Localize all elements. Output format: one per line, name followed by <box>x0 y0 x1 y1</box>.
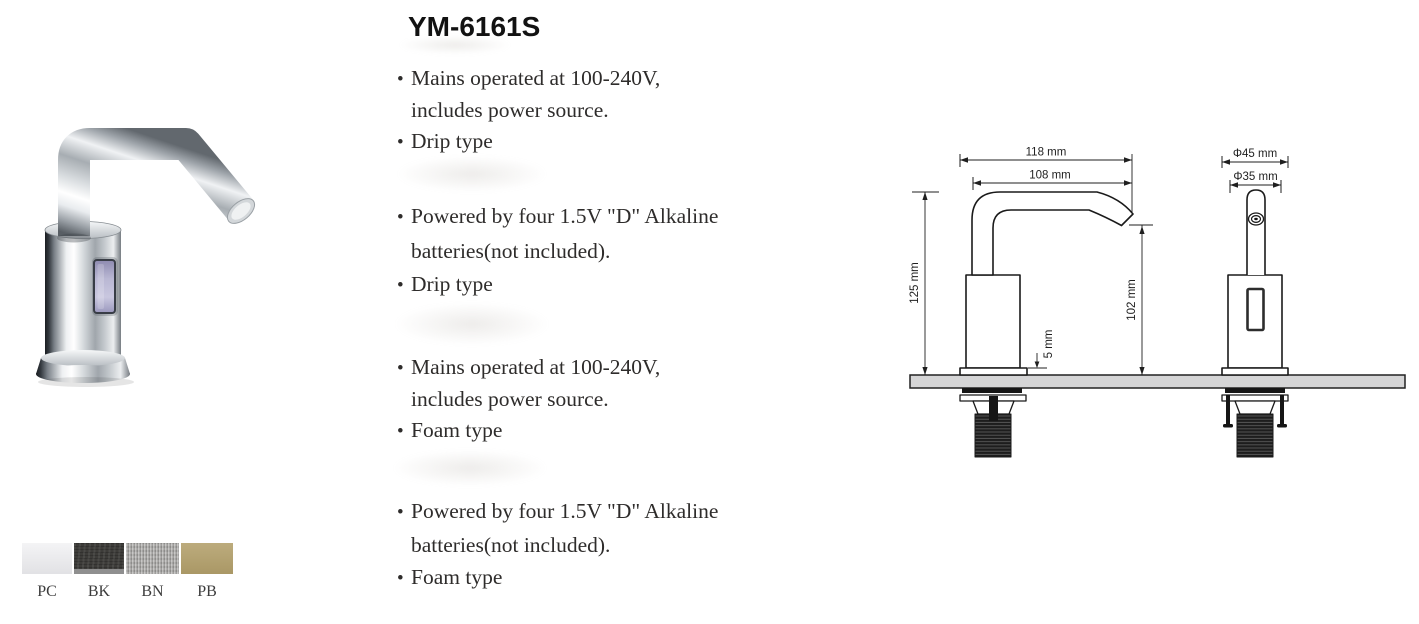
spec-text: batteries(not included). <box>411 533 611 557</box>
bullet-icon: • <box>397 358 404 379</box>
spec-line: batteries(not included). <box>397 235 797 268</box>
spec-text: Powered by four 1.5V "D" Alkaline <box>411 204 719 228</box>
drawing-front-view <box>1221 189 1289 458</box>
spec-group-battery-drip: • Powered by four 1.5V "D" Alkaline batte… <box>397 199 797 302</box>
gasket <box>962 388 1022 393</box>
swatch-label: BK <box>87 583 111 600</box>
washer <box>1221 394 1289 402</box>
technical-drawing: 118 mm 108 mm 125 mm 102 mm 5 mm Φ45 mm … <box>909 147 1406 458</box>
spec-text: Foam type <box>411 418 503 442</box>
gasket <box>1225 388 1285 393</box>
spec-text: Mains operated at 100-240V, <box>411 66 661 90</box>
bolt-foot <box>1223 424 1233 428</box>
drawing-side-view <box>959 191 1134 458</box>
spec-line: • Drip type <box>397 126 797 158</box>
spec-group-battery-foam: • Powered by four 1.5V "D" Alkaline batte… <box>397 495 797 595</box>
swatch-label: PC <box>37 583 57 600</box>
bullet-icon: • <box>397 207 404 228</box>
spec-text: includes power source. <box>411 387 609 411</box>
spec-text: Foam type <box>411 565 503 589</box>
swatch-polished-chrome <box>22 543 72 574</box>
dim-overall-height: 125 mm <box>909 262 921 304</box>
spec-text: Drip type <box>411 129 493 153</box>
sensor-window-outline <box>1246 287 1265 332</box>
spec-line: • Powered by four 1.5V "D" Alkaline <box>397 495 797 529</box>
page-title-model: YM-6161S <box>408 11 541 42</box>
bullet-icon: • <box>397 69 404 90</box>
spec-line: • Drip type <box>397 268 797 302</box>
mounting-nut <box>1234 400 1276 415</box>
erased-watermark <box>394 450 546 486</box>
spec-line: • Foam type <box>397 415 797 447</box>
spec-text: includes power source. <box>411 98 609 122</box>
spec-line: • Powered by four 1.5V "D" Alkaline <box>397 199 797 235</box>
spec-line: includes power source. <box>397 95 797 126</box>
side-bolt <box>1280 395 1284 424</box>
spec-text: Powered by four 1.5V "D" Alkaline <box>411 499 719 523</box>
spec-group-mains-foam: • Mains operated at 100-240V, includes po… <box>397 352 797 447</box>
base-plate <box>959 367 1028 376</box>
swatch-label: BN <box>141 583 164 600</box>
dim-spout-height: 102 mm <box>1126 279 1138 321</box>
spec-line: batteries(not included). <box>397 529 797 561</box>
spec-line: • Mains operated at 100-240V, <box>397 63 797 95</box>
bullet-icon: • <box>397 568 404 589</box>
finish-bk: BK <box>74 543 124 601</box>
product-photo <box>36 128 256 387</box>
bullet-icon: • <box>397 502 404 523</box>
swatch-brushed-nickel <box>126 543 179 574</box>
erased-watermark <box>398 156 546 192</box>
finish-pc: PC <box>22 543 72 601</box>
dim-spout-diameter: Φ35 mm <box>1233 171 1277 183</box>
swatch-black <box>74 543 124 574</box>
spout-outline <box>971 191 1134 276</box>
base-plate <box>1221 367 1289 376</box>
sensor-window <box>92 257 118 316</box>
dispenser-base <box>36 350 134 387</box>
threaded-shank <box>1236 413 1274 458</box>
body-outline <box>965 274 1021 369</box>
threaded-shank <box>974 413 1012 458</box>
nozzle-outlet <box>1254 217 1258 221</box>
center-bolt <box>989 396 998 421</box>
finish-swatch-strip: PC BK BN PB <box>22 543 233 601</box>
dim-overall-width: 118 mm <box>1026 147 1067 159</box>
spec-line: • Foam type <box>397 561 797 595</box>
erased-watermark <box>400 36 510 54</box>
bolt-foot <box>1277 424 1287 428</box>
spec-group-mains-drip: • Mains operated at 100-240V, includes po… <box>397 63 797 158</box>
counter-slab <box>909 374 1406 389</box>
swatch-label: PB <box>197 583 217 600</box>
dispenser-spout <box>57 128 256 243</box>
spec-text: batteries(not included). <box>411 239 611 263</box>
swatch-polished-brass <box>181 543 233 574</box>
erased-watermark <box>396 303 548 345</box>
bullet-icon: • <box>397 275 404 296</box>
bullet-icon: • <box>397 132 404 153</box>
spec-text: Mains operated at 100-240V, <box>411 355 661 379</box>
spout-tube <box>1246 189 1266 275</box>
bullet-icon: • <box>397 421 404 442</box>
dim-base-plate-height: 5 mm <box>1043 330 1055 359</box>
spec-text: Drip type <box>411 272 493 296</box>
dim-spout-reach: 108 mm <box>1029 170 1071 182</box>
side-bolt <box>1226 395 1230 424</box>
finish-pb: PB <box>181 543 233 601</box>
dimension-labels: 118 mm 108 mm 125 mm 102 mm 5 mm Φ45 mm … <box>909 147 1278 359</box>
spec-line: • Mains operated at 100-240V, <box>397 352 797 384</box>
dimension-lines <box>912 154 1289 375</box>
dimension-arrows <box>922 157 1288 375</box>
spec-line: includes power source. <box>397 384 797 415</box>
finish-bn: BN <box>126 543 179 601</box>
dim-base-diameter: Φ45 mm <box>1233 148 1277 160</box>
